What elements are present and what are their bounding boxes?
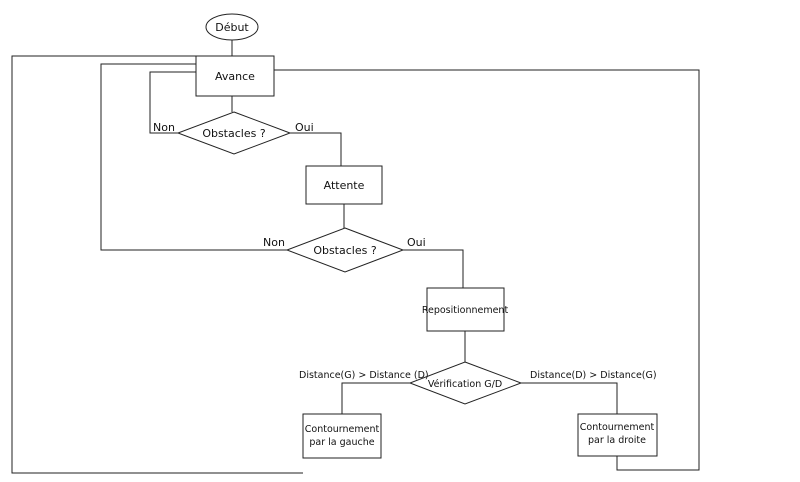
no2-label: Non (263, 236, 285, 249)
reposition-label: Repositionnement (422, 305, 509, 316)
bypass-left-line1: Contournement (305, 424, 380, 435)
advance-node: Avance (195, 55, 275, 97)
edge-obstacles2-yes (403, 249, 464, 288)
obstacles2-decision: Obstacles ? (285, 227, 405, 273)
edge-check-right (521, 382, 618, 414)
start-label: Début (215, 21, 249, 34)
yes1-label: Oui (295, 121, 314, 134)
obstacles2-label: Obstacles ? (313, 244, 377, 257)
bypass-right-node: Contournement par la droite (577, 413, 658, 457)
bypass-right-line1: Contournement (580, 422, 655, 433)
edges (11, 40, 700, 474)
check-decision: Vérification G/D (408, 361, 523, 405)
bypass-right-line2: par la droite (588, 435, 646, 446)
no1-label: Non (153, 121, 175, 134)
left-condition-label: Distance(G) > Distance (D) (299, 370, 429, 381)
right-condition-label: Distance(D) > Distance(G) (530, 370, 657, 381)
edge-obstacles1-yes (290, 132, 342, 166)
obstacles1-label: Obstacles ? (202, 127, 266, 140)
yes2-label: Oui (407, 236, 426, 249)
bypass-left-line2: par la gauche (309, 437, 374, 448)
edge-right-loop (274, 69, 700, 471)
reposition-node: Repositionnement (422, 287, 509, 332)
edge-check-left (341, 382, 410, 414)
obstacles1-decision: Obstacles ? (176, 111, 292, 155)
edge-left-loop (11, 55, 303, 474)
wait-node: Attente (305, 165, 383, 205)
edge-obstacles1-no (149, 71, 196, 134)
advance-label: Avance (215, 70, 255, 83)
start-node: Début (205, 13, 259, 41)
edge-obstacles2-no (100, 63, 287, 251)
check-label: Vérification G/D (428, 379, 502, 390)
wait-label: Attente (324, 179, 365, 192)
bypass-left-node: Contournement par la gauche (302, 413, 382, 459)
